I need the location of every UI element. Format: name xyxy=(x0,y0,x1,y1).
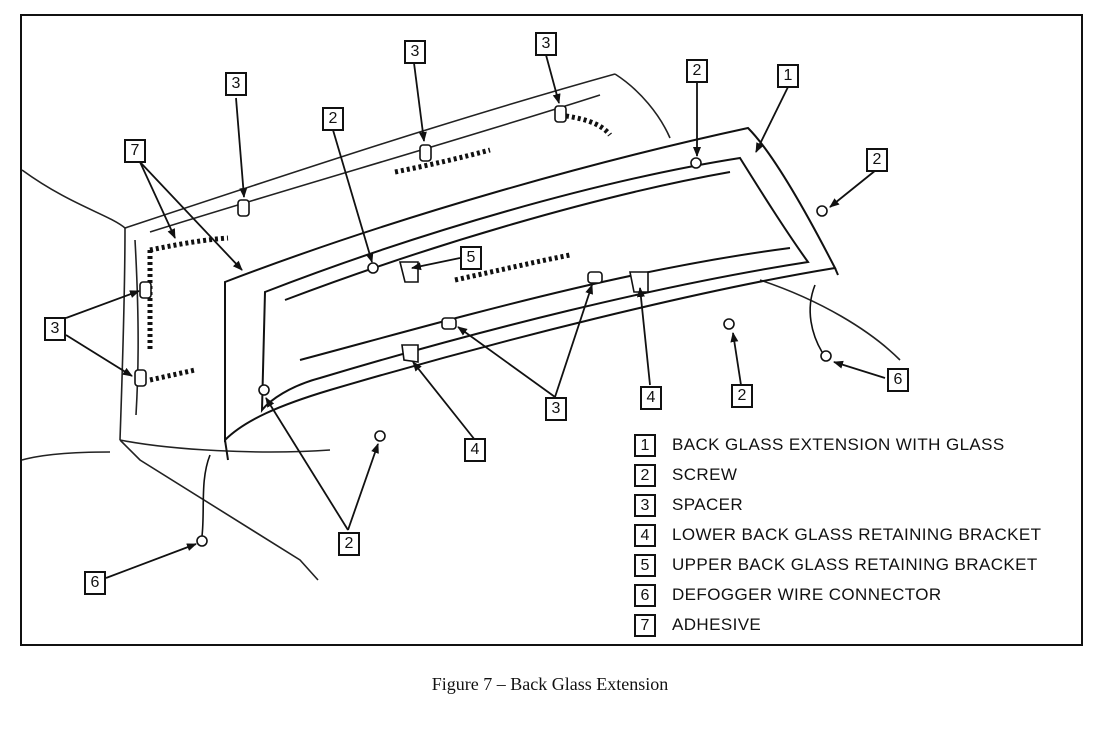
legend-text: SCREW xyxy=(672,465,738,484)
legend: 1 BACK GLASS EXTENSION WITH GLASS 2 SCRE… xyxy=(634,433,1074,643)
leader-lines xyxy=(65,54,886,579)
legend-text: DEFOGGER WIRE CONNECTOR xyxy=(672,585,942,604)
legend-item: 2 SCREW xyxy=(634,463,1074,493)
callout-2: 2 xyxy=(322,107,344,131)
legend-number: 2 xyxy=(634,464,656,487)
adhesive-beads xyxy=(147,112,612,383)
legend-text: LOWER BACK GLASS RETAINING BRACKET xyxy=(672,525,1042,544)
callout-2: 2 xyxy=(866,148,888,172)
callout-3: 3 xyxy=(225,72,247,96)
callout-4: 4 xyxy=(640,386,662,410)
callout-3: 3 xyxy=(545,397,567,421)
legend-number: 6 xyxy=(634,584,656,607)
callout-2: 2 xyxy=(731,384,753,408)
vehicle-body-outline xyxy=(21,73,901,581)
legend-number: 4 xyxy=(634,524,656,547)
callout-2: 2 xyxy=(686,59,708,83)
legend-text: UPPER BACK GLASS RETAINING BRACKET xyxy=(672,555,1038,574)
callout-3: 3 xyxy=(44,317,66,341)
callout-4: 4 xyxy=(464,438,486,462)
legend-number: 3 xyxy=(634,494,656,517)
callout-6: 6 xyxy=(84,571,106,595)
legend-number: 1 xyxy=(634,434,656,457)
legend-item: 5 UPPER BACK GLASS RETAINING BRACKET xyxy=(634,553,1074,583)
legend-item: 4 LOWER BACK GLASS RETAINING BRACKET xyxy=(634,523,1074,553)
diagram-frame xyxy=(20,14,1083,646)
callout-5: 5 xyxy=(460,246,482,270)
legend-number: 5 xyxy=(634,554,656,577)
legend-number: 7 xyxy=(634,614,656,637)
legend-item: 1 BACK GLASS EXTENSION WITH GLASS xyxy=(634,433,1074,463)
callout-1: 1 xyxy=(777,64,799,88)
legend-item: 7 ADHESIVE xyxy=(634,613,1074,643)
back-glass-extension xyxy=(224,126,839,461)
legend-text: SPACER xyxy=(672,495,744,514)
callout-7: 7 xyxy=(124,139,146,163)
legend-text: BACK GLASS EXTENSION WITH GLASS xyxy=(672,435,1005,454)
callout-3: 3 xyxy=(535,32,557,56)
legend-item: 6 DEFOGGER WIRE CONNECTOR xyxy=(634,583,1074,613)
figure-caption: Figure 7 – Back Glass Extension xyxy=(431,674,669,694)
callout-6: 6 xyxy=(887,368,909,392)
callout-2: 2 xyxy=(338,532,360,556)
legend-item: 3 SPACER xyxy=(634,493,1074,523)
callout-3: 3 xyxy=(404,40,426,64)
legend-text: ADHESIVE xyxy=(672,615,762,634)
